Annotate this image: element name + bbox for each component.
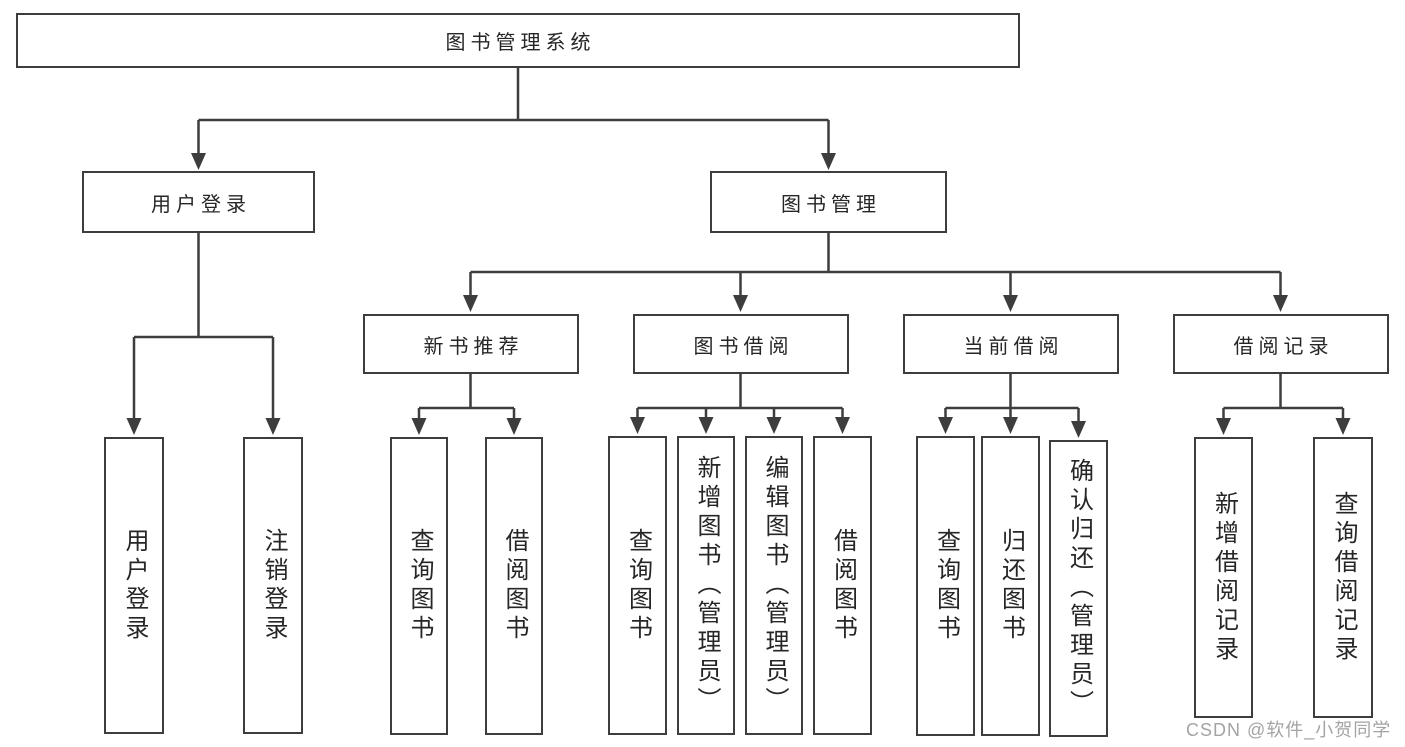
arrow-down-icon [1273, 295, 1288, 312]
leaf-label: 查询图书 [932, 528, 960, 644]
connector [636, 373, 844, 419]
leaf-user-login: 用户登录 [104, 437, 164, 734]
leaf-label: 用户登录 [121, 527, 148, 644]
node-current-borrowing: 当前借阅 [903, 314, 1119, 374]
arrow-down-icon [766, 417, 782, 434]
leaf-label: 确认归还（管理员） [1065, 458, 1093, 719]
leaf-query-books-borrow: 查询图书 [608, 436, 667, 735]
connector [417, 373, 516, 420]
leaf-label: 注销登录 [260, 527, 287, 644]
leaf-logout: 注销登录 [243, 437, 303, 734]
leaf-label: 查询图书 [406, 528, 433, 644]
leaf-label: 查询图书 [624, 527, 652, 644]
leaf-label: 借阅图书 [829, 527, 857, 644]
leaf-label: 新增图书（管理员） [693, 455, 720, 716]
arrow-down-icon [835, 417, 850, 434]
node-book-management: 图书管理 [710, 171, 947, 233]
node-borrowing-records: 借阅记录 [1173, 314, 1389, 374]
connector [197, 68, 830, 155]
leaf-edit-book-admin: 编辑图书（管理员） [745, 436, 803, 735]
connector [1222, 373, 1345, 420]
arrow-down-icon [265, 418, 281, 435]
connector [469, 233, 1282, 298]
arrow-down-icon [698, 417, 714, 434]
leaf-borrow-books: 借阅图书 [813, 436, 872, 735]
leaf-label: 查询借阅记录 [1330, 490, 1357, 665]
arrow-down-icon [733, 295, 748, 312]
leaf-query-borrow-record: 查询借阅记录 [1313, 437, 1373, 718]
node-user-login: 用户登录 [82, 171, 315, 233]
leaf-label: 新增借阅记录 [1210, 490, 1238, 665]
arrow-down-icon [506, 418, 522, 435]
arrow-down-icon [1003, 295, 1018, 312]
leaf-label: 借阅图书 [501, 528, 528, 644]
arrow-down-icon [1335, 418, 1351, 435]
arrow-down-icon [191, 153, 206, 170]
leaf-label: 编辑图书（管理员） [761, 455, 788, 716]
leaf-add-book-admin: 新增图书（管理员） [677, 436, 735, 735]
arrow-down-icon [630, 417, 645, 434]
node-root-library-management-system: 图书管理系统 [16, 13, 1020, 68]
arrow-down-icon [126, 418, 142, 435]
leaf-return-books: 归还图书 [981, 436, 1040, 736]
arrow-down-icon [1003, 417, 1018, 434]
leaf-label: 归还图书 [997, 528, 1025, 644]
arrow-down-icon [938, 417, 953, 434]
leaf-add-borrow-record: 新增借阅记录 [1194, 437, 1253, 718]
leaf-query-books-current: 查询图书 [916, 436, 975, 736]
connector [132, 233, 275, 420]
node-new-book-recommendation: 新书推荐 [363, 314, 579, 374]
node-book-borrowing: 图书借阅 [633, 314, 849, 374]
leaf-query-books-recommend: 查询图书 [390, 437, 448, 735]
csdn-watermark: CSDN @软件_小贺同学 [1186, 720, 1392, 740]
arrow-down-icon [1216, 418, 1231, 435]
arrow-down-icon [411, 418, 427, 435]
connector [944, 373, 1080, 423]
arrow-down-icon [821, 153, 836, 170]
leaf-borrow-books-recommend: 借阅图书 [485, 437, 543, 735]
leaf-confirm-return-admin: 确认归还（管理员） [1049, 440, 1108, 737]
arrow-down-icon [463, 295, 478, 312]
arrow-down-icon [1071, 421, 1086, 438]
